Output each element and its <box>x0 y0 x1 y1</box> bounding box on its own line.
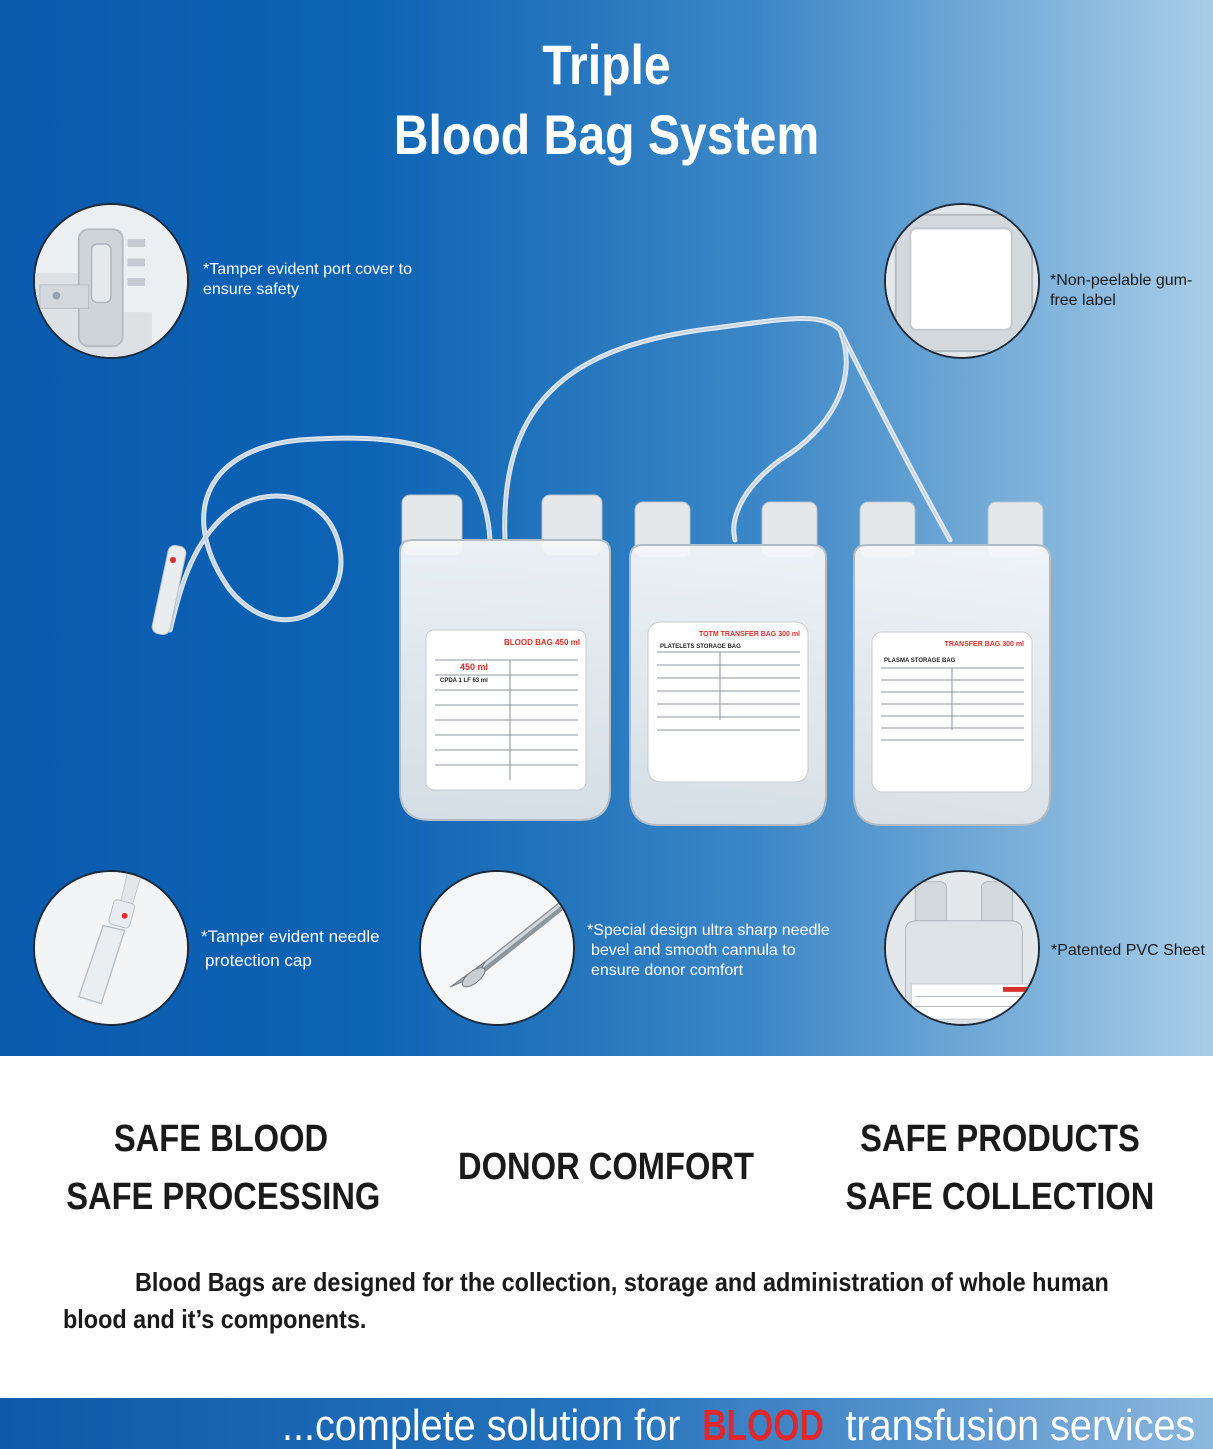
feature-center: DONOR COMFORT <box>458 1146 754 1188</box>
needle-caption-line-3: ensure donor comfort <box>591 962 744 979</box>
description-text: Blood Bags are designed for the collecti… <box>63 1267 1109 1334</box>
footer-suffix: transfusion services <box>834 1401 1196 1449</box>
needle-cap-caption-line-1: *Tamper evident needle <box>201 927 380 946</box>
feature-right-line-2: SAFE COLLECTION <box>845 1176 1155 1218</box>
label-caption: *Non-peelable gum-free label <box>1050 272 1193 309</box>
bag-1 <box>399 494 611 821</box>
feature-safe-products: SAFE PRODUCTS SAFE COLLECTION <box>843 1110 1156 1226</box>
pvc-sheet-caption: *Patented PVC Sheet <box>1051 942 1205 959</box>
triple-blood-bag-illustration: BLOOD BAG 450 ml 450 ml CPDA 1 LF 63 ml … <box>140 290 1080 850</box>
title-line-2: Blood Bag System <box>393 103 820 166</box>
bag-3 <box>853 501 1051 826</box>
pvc-sheet-detail-image <box>884 870 1040 1026</box>
page-title: Triple Blood Bag System <box>85 30 1128 170</box>
bag-1-anticoagulant: CPDA 1 LF 63 ml <box>440 678 488 684</box>
port-cover-caption: *Tamper evident port cover to ensure saf… <box>203 261 412 298</box>
feature-left-line-1: SAFE BLOOD <box>113 1118 329 1160</box>
footer-accent-word: BLOOD <box>702 1401 824 1449</box>
bag-2 <box>629 501 827 826</box>
hero-banner: Triple Blood Bag System *Tamper evident … <box>0 0 1213 1056</box>
description-paragraph: Blood Bags are designed for the collecti… <box>63 1264 1163 1338</box>
bag-2-subtitle: PLATELETS STORAGE BAG <box>660 644 741 650</box>
feature-safe-blood: SAFE BLOOD SAFE PROCESSING <box>66 1110 381 1226</box>
bag-2-title: TOTM TRANSFER BAG 300 ml <box>699 631 800 638</box>
needle-detail-image <box>419 870 575 1026</box>
bag-1-title: BLOOD BAG 450 ml <box>504 638 580 647</box>
footer-banner: ...complete solution for BLOOD transfusi… <box>0 1398 1213 1449</box>
bag-3-subtitle: PLASMA STORAGE BAG <box>884 658 956 664</box>
needle-caption-line-2: bevel and smooth cannula to <box>591 942 796 959</box>
bag-1-volume: 450 ml <box>460 662 488 672</box>
label-detail-image <box>884 203 1040 359</box>
footer-tagline: ...complete solution for BLOOD transfusi… <box>282 1398 1195 1449</box>
footer-prefix: ...complete solution for <box>282 1401 692 1449</box>
bag-3-title: TRANSFER BAG 300 ml <box>945 641 1024 648</box>
needle-cap-caption-line-2: protection cap <box>205 951 312 970</box>
feature-headlines: SAFE BLOOD SAFE PROCESSING DONOR COMFORT… <box>0 1110 1213 1230</box>
needle-caption: *Special design ultra sharp needle bevel… <box>587 921 867 981</box>
title-line-1: Triple <box>542 33 671 96</box>
needle-cap-caption: *Tamper evident needle protection cap <box>201 926 401 972</box>
feature-donor-comfort: DONOR COMFORT <box>451 1138 761 1196</box>
feature-right-line-1: SAFE PRODUCTS <box>860 1118 1140 1160</box>
needle-caption-line-1: *Special design ultra sharp needle <box>587 922 830 939</box>
needle-cap-detail-image <box>33 870 189 1026</box>
port-cover-detail-image <box>33 203 189 359</box>
feature-left-line-2: SAFE PROCESSING <box>66 1176 381 1218</box>
